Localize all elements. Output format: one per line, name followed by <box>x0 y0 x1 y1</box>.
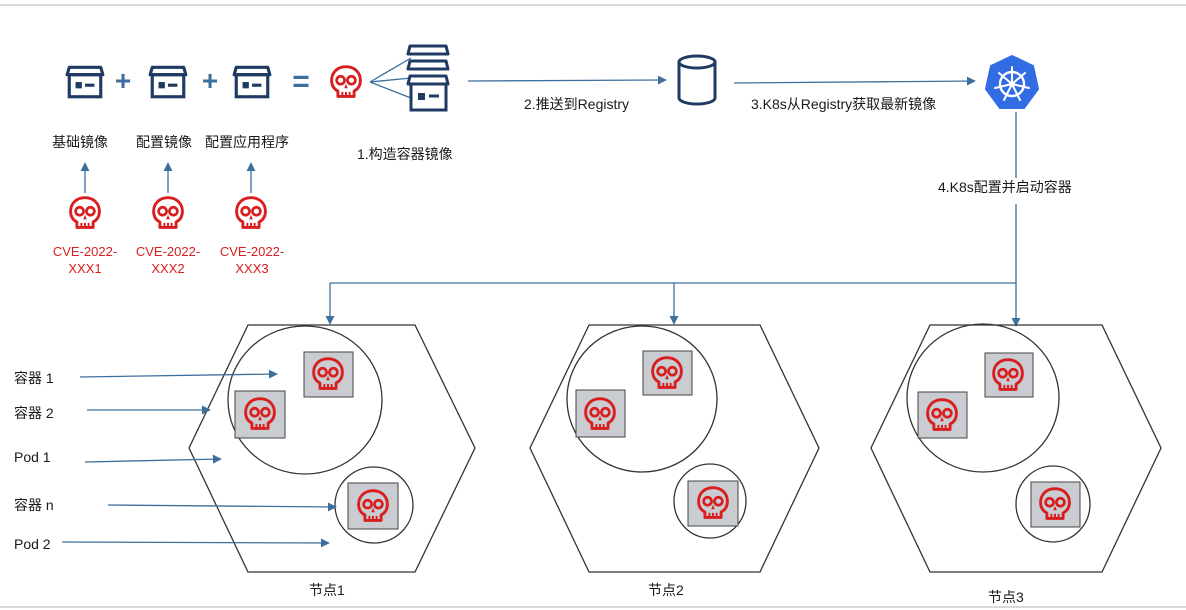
config-app-label: 配置应用程序 <box>205 134 289 150</box>
cve-id-line2: XXX3 <box>235 261 269 276</box>
cve-label: CVE-2022- XXX3 <box>212 243 292 277</box>
configure-start-label: 4.K8s配置并启动容器 <box>938 179 1072 195</box>
node-hexagon <box>188 324 476 573</box>
connector-line <box>369 77 412 83</box>
config-image-label: 配置镜像 <box>136 134 192 150</box>
node-hexagon <box>870 324 1162 573</box>
pod-circle <box>1015 465 1091 543</box>
pod-circle <box>906 323 1060 473</box>
pointer-arrow <box>61 538 330 548</box>
connector-line <box>369 81 412 99</box>
config-app-box-icon <box>232 65 272 99</box>
plus-operator: + <box>115 65 131 96</box>
stacked-image-boxes-icon <box>406 44 450 112</box>
base-image-box-icon <box>65 65 105 99</box>
skull-icon <box>152 196 184 229</box>
build-image-label: 1.构造容器镜像 <box>357 146 453 162</box>
containern-label: 容器 n <box>14 497 54 513</box>
cve-id-line2: XXX1 <box>68 261 102 276</box>
node1-label: 节点1 <box>309 582 345 598</box>
pod1-label: Pod 1 <box>14 449 51 465</box>
pull-latest-label: 3.K8s从Registry获取最新镜像 <box>751 96 937 112</box>
push-registry-label: 2.推送到Registry <box>524 96 630 112</box>
kubernetes-helm-icon <box>985 55 1039 109</box>
cve-label: CVE-2022- XXX2 <box>128 243 208 277</box>
pod2-label: Pod 2 <box>14 536 51 552</box>
container2-label: 容器 2 <box>14 405 54 421</box>
node-hexagon <box>529 324 820 573</box>
push-arrow <box>467 75 667 85</box>
container1-label: 容器 1 <box>14 370 54 386</box>
skull-icon <box>69 196 101 229</box>
pointer-arrow <box>84 454 222 464</box>
pointer-arrow <box>107 502 337 512</box>
cve-id-line1: CVE-2022- <box>52 244 118 259</box>
pointer-arrow <box>79 369 278 379</box>
config-image-box-icon <box>148 65 188 99</box>
cve-id-line1: CVE-2022- <box>219 244 285 259</box>
plus-operator: + <box>202 65 218 96</box>
node2-label: 节点2 <box>648 582 684 598</box>
cve-id-line1: CVE-2022- <box>135 244 201 259</box>
pod-circle <box>566 325 718 473</box>
skull-icon <box>330 65 362 98</box>
pull-arrow <box>733 76 976 86</box>
pod-circle <box>673 463 747 539</box>
base-image-label: 基础镜像 <box>52 134 108 150</box>
cve-id-line2: XXX2 <box>151 261 185 276</box>
node3-label: 节点3 <box>988 589 1024 605</box>
connector-line <box>369 57 412 83</box>
skull-icon <box>235 196 267 229</box>
database-cylinder-icon <box>677 54 717 106</box>
equals-operator: = <box>292 65 310 98</box>
pod-circle <box>227 325 383 475</box>
cve-label: CVE-2022- XXX1 <box>45 243 125 277</box>
